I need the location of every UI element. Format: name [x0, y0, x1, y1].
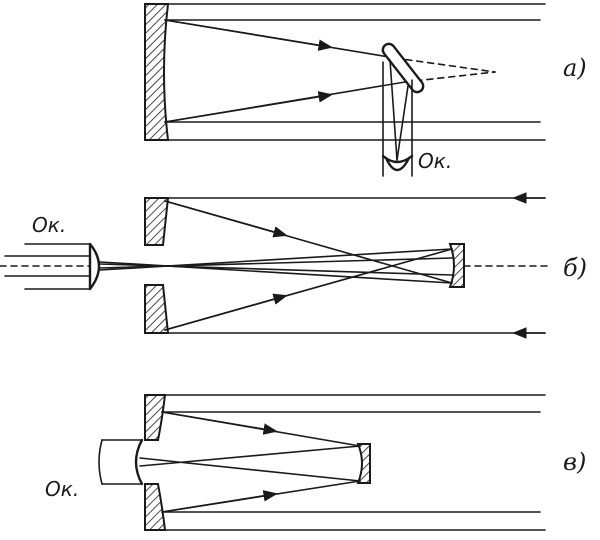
eyepiece-barrel-c: [98, 439, 103, 485]
eyepiece-lens-c: [134, 438, 144, 486]
ray-arrow-a1: [164, 19, 333, 51]
panel-c-cassegrain: Ок. в): [45, 394, 586, 531]
primary-mirror-top-b: [144, 197, 170, 246]
diagonal-flat-mirror-a: [381, 42, 425, 94]
eyepiece-lens-a: [381, 154, 414, 172]
primary-mirror-top-c: [144, 394, 167, 441]
deflected-ray-right-a: [396, 85, 409, 161]
panel-label-b: б): [563, 254, 587, 282]
eyepiece-label-c: Ок.: [45, 477, 79, 501]
primary-mirror-a: [144, 3, 170, 141]
return-ray-4-b: [99, 263, 453, 276]
panel-label-a: а): [563, 54, 587, 82]
panel-a-newtonian: Ок. а): [144, 3, 587, 177]
ray-arrow-b2: [164, 293, 288, 331]
secondary-mirror-b: [448, 243, 465, 288]
ray-arrow-c2: [161, 490, 278, 513]
virtual-ray-top-a: [394, 57, 496, 73]
ray-arrow-a2: [164, 91, 333, 123]
return-ray-1-c: [139, 445, 361, 467]
eyepiece-label-a: Ок.: [418, 149, 452, 173]
return-ray-2-c: [139, 457, 361, 482]
deflected-ray-left-a: [389, 59, 398, 161]
eyepiece-lens-b: [88, 242, 101, 291]
ray-arrow-c1: [161, 411, 278, 435]
panel-label-c: в): [563, 448, 586, 476]
eyepiece-label-b: Ок.: [32, 213, 66, 237]
primary-mirror-bottom-b: [144, 284, 170, 334]
ray-arrow-b1: [164, 200, 288, 238]
secondary-mirror-c: [356, 443, 371, 484]
panel-b-cassegrain: Ок. б): [0, 192, 587, 339]
primary-mirror-bottom-c: [144, 483, 167, 531]
